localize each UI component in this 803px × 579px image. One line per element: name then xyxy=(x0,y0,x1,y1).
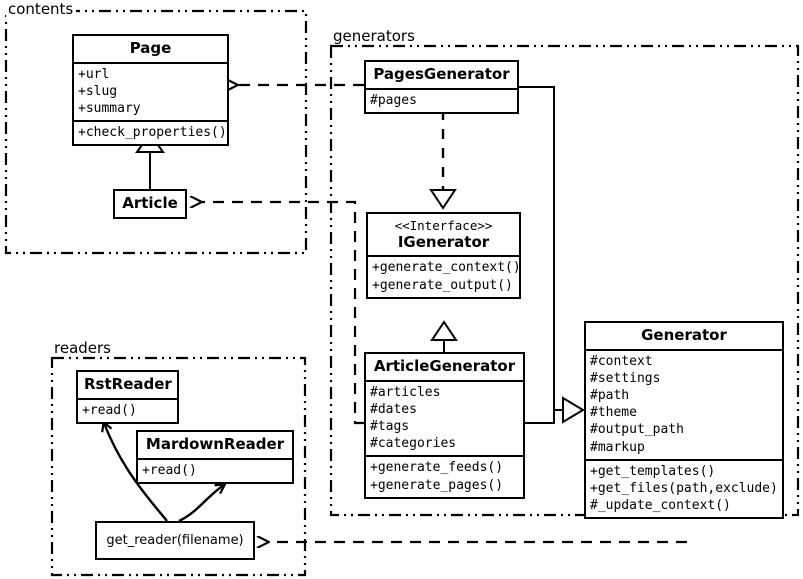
method: +check_properties() xyxy=(78,125,227,141)
relation-get-reader-returns-mardownreader xyxy=(178,485,224,523)
relation-articlegenerator-inherits-igenerator xyxy=(430,320,458,352)
class-methods-igenerator: +generate_context() +generate_output() xyxy=(368,255,521,296)
class-name-article: Article xyxy=(122,194,178,212)
class-methods-page: +check_properties() xyxy=(74,120,227,144)
method: +get_templates() xyxy=(590,463,716,479)
attribute: +slug xyxy=(78,83,118,99)
class-box-article-generator[interactable]: ArticleGenerator #articles #dates #tags … xyxy=(364,352,525,499)
method: +get_files(path,exclude) xyxy=(590,480,778,496)
attribute: #categories xyxy=(370,436,457,452)
method: +read() xyxy=(82,402,137,418)
attribute: #theme xyxy=(590,405,637,421)
method: #_update_context() xyxy=(590,498,731,514)
class-name-generator: Generator xyxy=(641,326,727,344)
class-name-article-generator: ArticleGenerator xyxy=(373,357,516,375)
class-box-mardown-reader[interactable]: MardownReader +read() xyxy=(136,430,294,484)
class-attributes-generator: #context #settings #path #theme #output_… xyxy=(586,348,782,459)
class-name-igenerator: <<Interface>> IGenerator xyxy=(368,214,519,255)
class-name-mardown-reader: MardownReader xyxy=(145,435,285,453)
attribute: #path xyxy=(590,388,630,404)
class-methods-article-generator: +generate_feeds() +generate_pages() xyxy=(366,455,523,496)
class-box-page[interactable]: Page +url +slug +summary +check_properti… xyxy=(72,34,229,147)
relation-generators-inherit-generator xyxy=(519,86,585,424)
attribute: #context xyxy=(590,353,653,369)
class-name-label: IGenerator xyxy=(397,232,490,251)
relation-articlegenerator-uses-article xyxy=(202,202,364,425)
attribute: +url xyxy=(78,66,110,82)
package-label-readers: readers xyxy=(52,341,114,356)
function-box-get-reader[interactable]: get_reader(filename) xyxy=(95,521,255,560)
class-stereotype-igenerator: <<Interface>> xyxy=(394,218,493,233)
class-box-article[interactable]: Article xyxy=(113,189,187,219)
attribute: #articles xyxy=(370,384,441,400)
class-methods-rst-reader: +read() xyxy=(78,397,177,422)
method: +generate_feeds() xyxy=(370,460,504,476)
class-name-rst-reader: RstReader xyxy=(84,375,172,393)
attribute: #markup xyxy=(590,439,645,455)
attribute: #tags xyxy=(370,419,410,435)
class-name-page: Page xyxy=(129,39,172,57)
method: +generate_pages() xyxy=(370,477,504,493)
class-box-pages-generator[interactable]: PagesGenerator #pages xyxy=(364,60,519,114)
method: +read() xyxy=(142,462,197,478)
relation-pagesgenerator-realizes-igenerator xyxy=(429,110,457,210)
class-box-rst-reader[interactable]: RstReader +read() xyxy=(76,370,179,424)
class-name-pages-generator: PagesGenerator xyxy=(373,65,510,83)
attribute: +summary xyxy=(78,101,141,117)
package-label-contents: contents xyxy=(6,2,77,17)
class-methods-mardown-reader: +read() xyxy=(138,457,292,482)
class-attributes-pages-generator: #pages xyxy=(366,87,517,112)
class-box-igenerator[interactable]: <<Interface>> IGenerator +generate_conte… xyxy=(366,212,521,299)
class-methods-generator: +get_templates() +get_files(path,exclude… xyxy=(586,458,782,517)
attribute: #output_path xyxy=(590,422,684,438)
package-label-generators: generators xyxy=(331,29,418,44)
attribute: #pages xyxy=(370,92,417,108)
class-attributes-page: +url +slug +summary xyxy=(74,61,227,120)
class-attributes-article-generator: #articles #dates #tags #categories xyxy=(366,379,523,456)
attribute: #dates xyxy=(370,401,417,417)
method: +generate_context() xyxy=(372,260,521,276)
method: +generate_output() xyxy=(372,277,513,293)
class-box-generator[interactable]: Generator #context #settings #path #them… xyxy=(584,321,784,520)
attribute: #settings xyxy=(590,370,661,386)
function-name-get-reader: get_reader(filename) xyxy=(106,533,244,548)
